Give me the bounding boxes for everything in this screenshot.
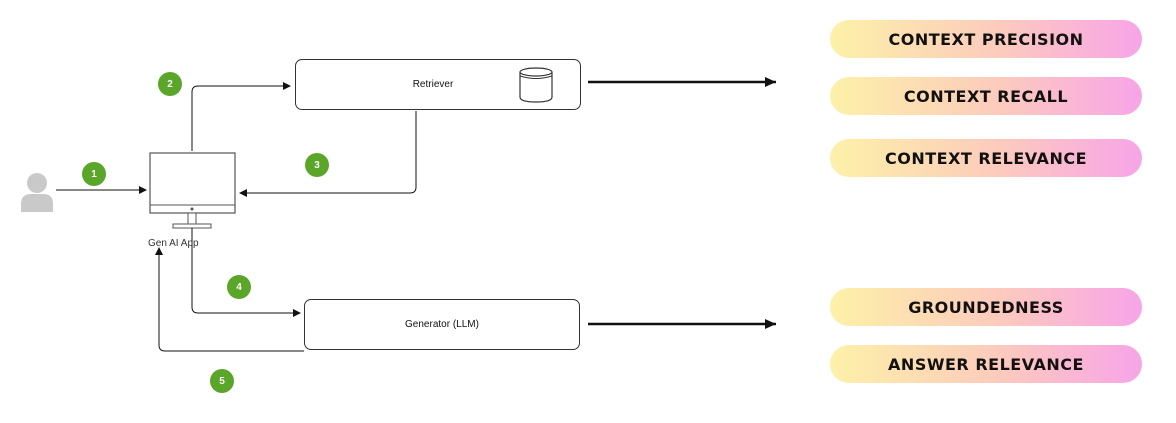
metric-groundedness: GROUNDEDNESS [830,288,1142,326]
arrow-generator-to-app [155,247,304,352]
database-icon [519,67,553,103]
retriever-box: Retriever [295,59,581,110]
arrow-app-to-retriever [191,82,291,151]
metric-answer-relevance: ANSWER RELEVANCE [830,345,1142,383]
generator-label: Generator (LLM) [405,319,479,330]
retriever-label: Retriever [412,79,454,90]
step-badge-1: 1 [82,162,106,186]
arrow-app-to-generator [191,228,301,317]
user-icon [21,173,53,212]
step-badge-5: 5 [210,369,234,393]
app-label: Gen AI App [148,238,199,249]
metric-context-relevance: CONTEXT RELEVANCE [830,139,1142,177]
step-badge-3: 3 [305,153,329,177]
generator-box: Generator (LLM) [304,299,580,350]
arrow-retriever-to-app [239,111,417,197]
metric-context-precision: CONTEXT PRECISION [830,20,1142,58]
metric-context-recall: CONTEXT RECALL [830,77,1142,115]
monitor-icon [149,152,236,229]
step-badge-4: 4 [227,275,251,299]
step-badge-2: 2 [158,72,182,96]
